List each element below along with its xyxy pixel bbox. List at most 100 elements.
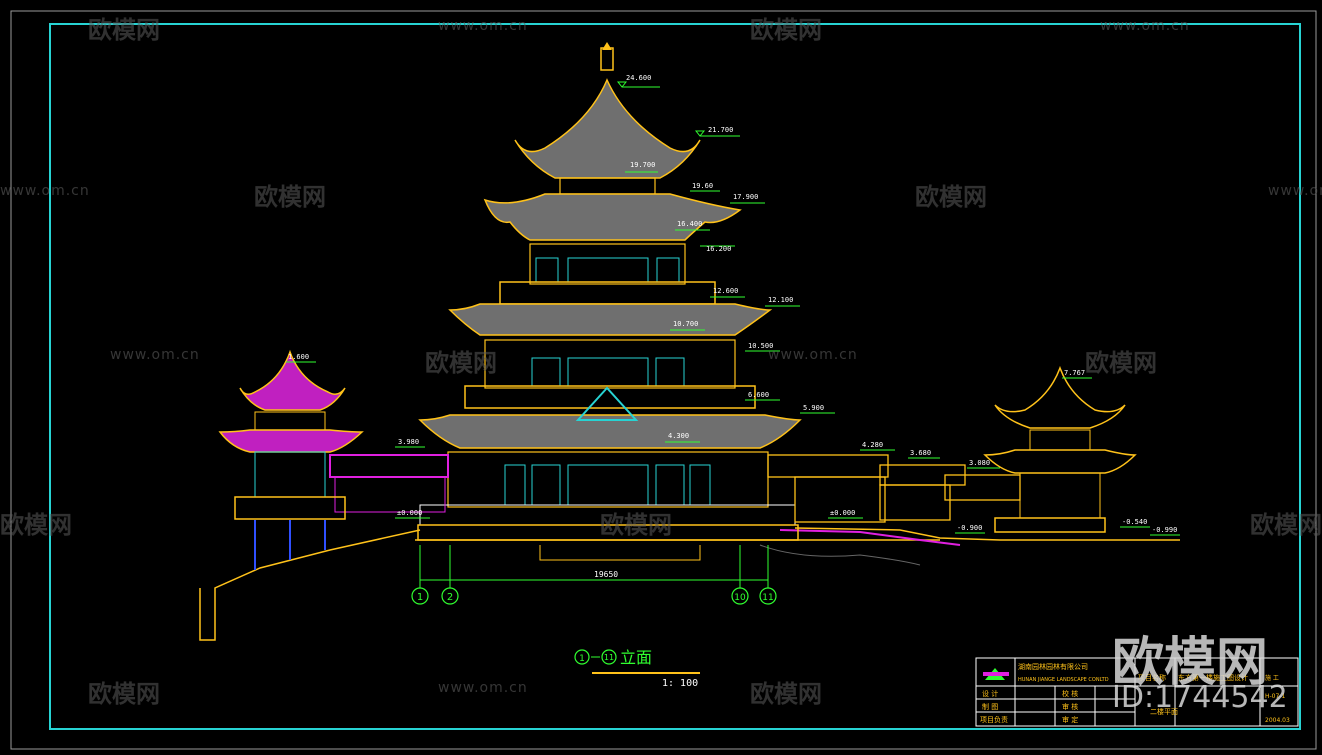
ground-lines	[199, 527, 1180, 641]
title-text: 立面	[620, 648, 652, 667]
watermark-url: www.om.cn	[1100, 18, 1190, 34]
axis-label: 2	[447, 592, 453, 603]
axis-bubble	[731, 587, 749, 605]
window	[567, 464, 649, 506]
outer-border	[10, 10, 1317, 750]
level-label: -0.540	[1122, 518, 1147, 526]
top-bracket	[559, 177, 656, 195]
watermark-brand: 欧模网	[254, 183, 326, 211]
level-label: 17.900	[733, 193, 758, 201]
level-label: ±0.000	[397, 509, 422, 517]
window	[531, 464, 561, 506]
platform	[417, 524, 799, 541]
top-roof	[514, 78, 701, 179]
level-label: 12.600	[713, 287, 738, 295]
level-label: 19.60	[692, 182, 713, 190]
window	[656, 257, 680, 283]
level-label: 6.600	[748, 391, 769, 399]
drawing-frame	[49, 23, 1301, 730]
level-label: 19.700	[630, 161, 655, 169]
right-pavilion	[983, 365, 1137, 533]
level-label: 24.600	[626, 74, 651, 82]
level-label: -0.990	[1152, 526, 1177, 534]
window	[567, 357, 649, 387]
watermark-brand: 欧模网	[750, 16, 822, 44]
tb-project-label: 项目名称	[1138, 673, 1166, 682]
watermark-brand-large: 欧模网	[1112, 633, 1269, 693]
tb-review-label: 审 核	[1062, 702, 1078, 711]
tb-design-label: 设 计	[982, 689, 998, 698]
left-pavilion	[218, 349, 364, 570]
tb-project-value: 东方第一楼施工图设计	[1178, 673, 1248, 682]
window	[655, 464, 685, 506]
axis-bubble	[441, 587, 459, 605]
pavilion-top-roof	[239, 349, 346, 411]
watermark-url: www.om.cn	[438, 18, 528, 34]
company-name: 湖南园林园林有限公司	[1018, 662, 1088, 671]
dimension-value: 19650	[594, 570, 618, 579]
axis-bubbles: 1 2 10 11	[411, 587, 777, 605]
lower-roof	[418, 414, 802, 449]
level-label: 10.500	[748, 342, 773, 350]
tb-drawing-no: H-07-1	[1265, 693, 1285, 700]
tb-lead-label: 项目负责	[980, 715, 1008, 724]
axis-bubble	[759, 587, 777, 605]
window	[655, 357, 685, 387]
corridor-body	[334, 476, 446, 513]
level-label: 16.400	[677, 220, 702, 228]
gable	[575, 386, 639, 421]
company-name-en: HUNAN JIANGE LANDSCAPE CONLTD	[1018, 677, 1109, 683]
second-roof	[483, 193, 742, 241]
level-label: 7.767	[1064, 369, 1085, 377]
tb-date: 2004.03	[1265, 717, 1290, 724]
ground-storey	[447, 451, 769, 508]
axis-label: 10	[734, 593, 746, 603]
left-corridor	[329, 454, 449, 513]
watermark-brand: 欧模网	[750, 680, 822, 708]
title-block	[975, 657, 1299, 727]
corridor-roof	[329, 454, 449, 478]
level-texts: 24.600 21.700 19.700 19.60 17.900 16.400…	[288, 74, 1177, 534]
level-label: 21.700	[708, 126, 733, 134]
slope-line	[779, 529, 961, 546]
right-body	[1019, 472, 1101, 519]
tb-check-label: 校 核	[1062, 689, 1078, 698]
title-axis-from: 1	[579, 654, 585, 664]
level-label: 4.300	[668, 432, 689, 440]
right-top-roof	[994, 365, 1126, 429]
dimension-line	[419, 545, 769, 588]
drawing-title: 1 11 立面 1: 100	[574, 648, 700, 689]
second-storey	[484, 339, 736, 389]
level-label: 5.900	[803, 404, 824, 412]
pavilion-upper-body	[254, 411, 326, 431]
right-lower-roof	[983, 449, 1137, 474]
level-label: 16.200	[706, 245, 731, 253]
right-base	[994, 517, 1106, 533]
watermark-brand: 欧模网	[915, 183, 987, 211]
window	[567, 257, 649, 283]
watermark-brand: 欧模网	[425, 349, 497, 377]
foundation	[539, 545, 701, 561]
window	[535, 257, 559, 283]
pagoda-finial	[600, 47, 614, 71]
right-corridor	[767, 454, 1021, 523]
right-upper-body	[1029, 429, 1091, 451]
watermark-url: www.om.cn	[768, 347, 858, 363]
watermark-url: www.om.cn	[1268, 183, 1322, 199]
tb-draw-label: 制 图	[982, 702, 998, 711]
third-roof	[448, 303, 773, 336]
pavilion-body	[254, 451, 326, 498]
pavilion-lower-roof	[218, 429, 364, 453]
level-label: 3.680	[910, 449, 931, 457]
level-label: -0.900	[957, 524, 982, 532]
window	[504, 464, 526, 506]
tb-sheet-label: 二楼平面	[1150, 707, 1178, 716]
watermark-brand: 欧模网	[1085, 349, 1157, 377]
level-label: 1.600	[288, 353, 309, 361]
pavilion-balcony	[234, 496, 346, 520]
second-balcony	[464, 385, 756, 409]
tb-approve-label: 审 定	[1062, 715, 1078, 724]
level-label: ±0.000	[830, 509, 855, 517]
title-axis-to: 11	[604, 653, 614, 662]
watermark-brand: 欧模网	[600, 511, 672, 539]
